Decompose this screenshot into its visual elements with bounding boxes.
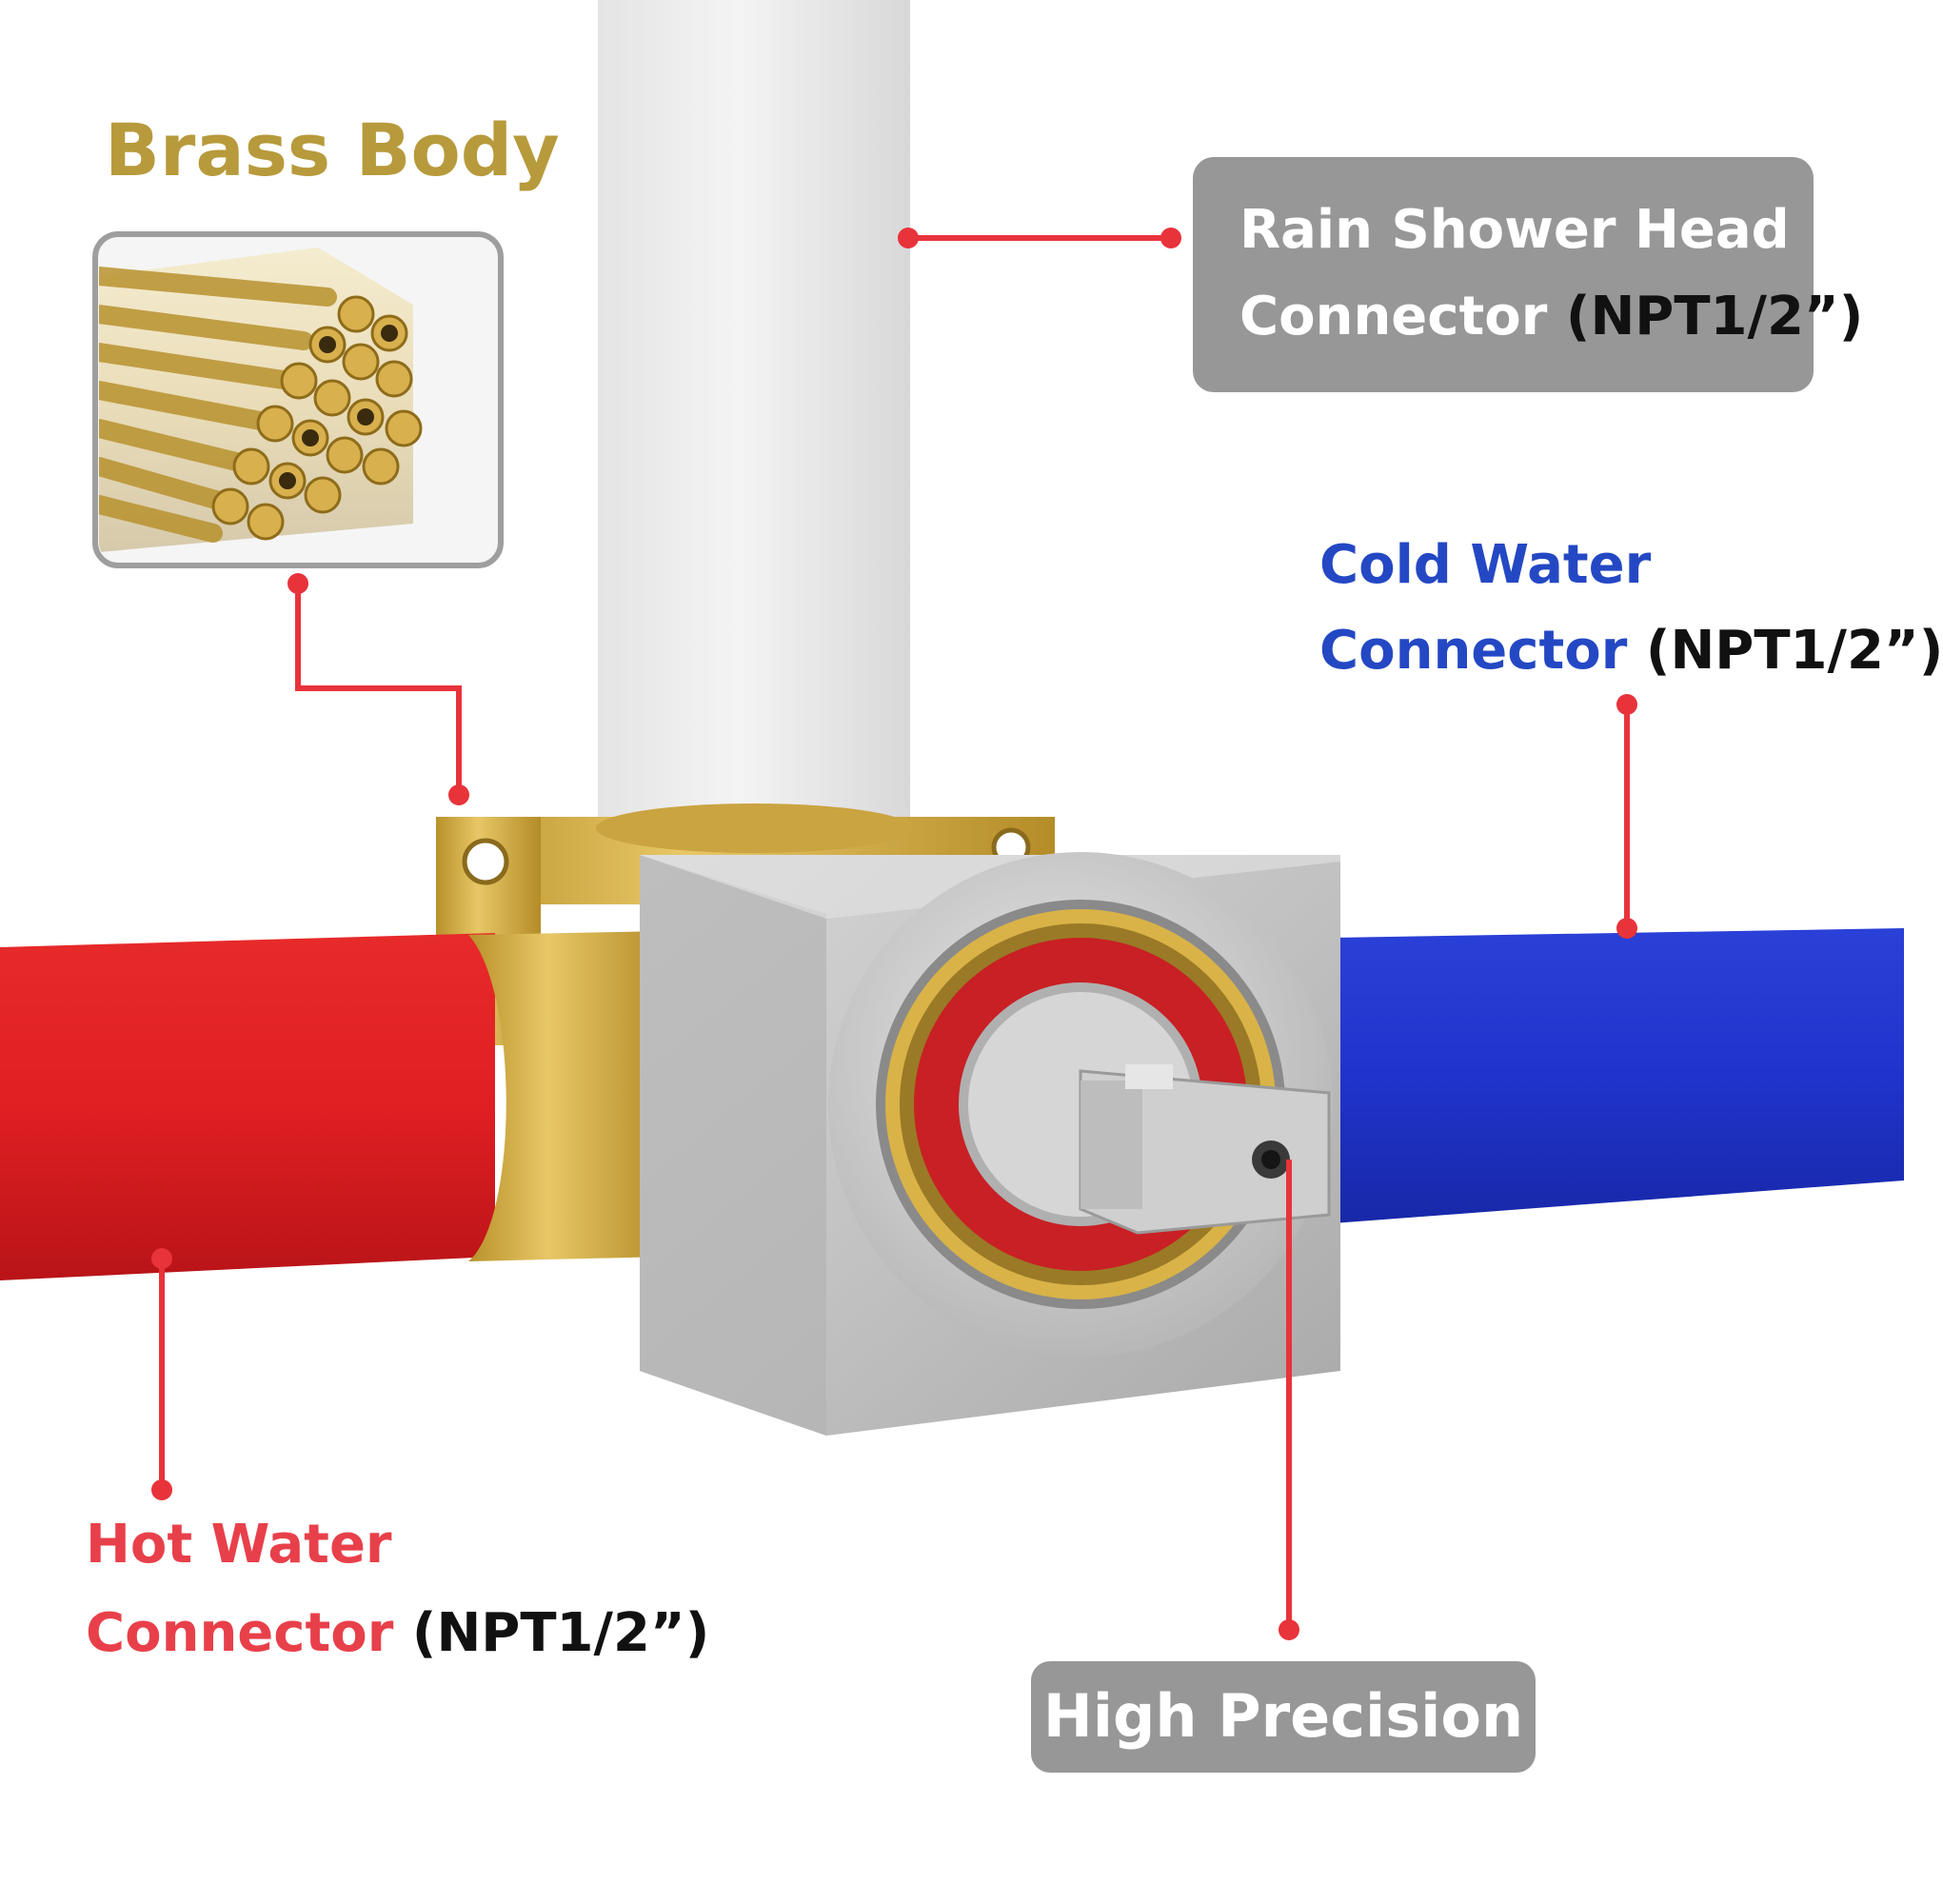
cold-water-pipe: [1333, 928, 1904, 1223]
callout-dot: [1279, 1619, 1299, 1640]
precision-label: High Precision: [1042, 1681, 1524, 1751]
callout-dot: [1616, 918, 1637, 939]
rain-shower-line2: Connector: [1239, 286, 1548, 347]
rain-shower-line2-row: Connector (NPT1/2”): [1239, 290, 1863, 344]
hot-water-pipe: [0, 931, 666, 1280]
callout-dot: [448, 784, 469, 805]
cold-water-line2: Connector: [1319, 620, 1628, 682]
hot-water-line2: Connector: [86, 1602, 394, 1664]
shower-pipe: [598, 0, 910, 838]
cartridge: [828, 852, 1333, 1357]
hot-water-line2-row: Connector (NPT1/2”): [86, 1607, 709, 1660]
brass-callout-line: [295, 584, 462, 795]
cold-water-spec: (NPT1/2”): [1645, 620, 1943, 682]
callout-dot: [151, 1248, 172, 1269]
precision-label-box: [1031, 1661, 1536, 1773]
callout-dot: [1160, 228, 1181, 248]
callout-lines: [159, 235, 1630, 1630]
hot-water-line1: Hot Water: [86, 1514, 392, 1576]
rain-shower-spec: (NPT1/2”): [1565, 286, 1864, 347]
callout-dot: [898, 228, 919, 248]
callout-dot: [287, 573, 308, 594]
cold-water-line1: Cold Water: [1319, 534, 1652, 596]
rain-shower-line1: Rain Shower Head: [1239, 199, 1790, 261]
valve-illustration: [0, 0, 1904, 1640]
brass-body-title: Brass Body: [105, 108, 560, 192]
rain-shower-label-box: [1193, 157, 1814, 392]
callout-dots: [151, 228, 1637, 1640]
hot-water-spec: (NPT1/2”): [411, 1602, 710, 1664]
brass-rods-photo: [92, 231, 504, 568]
callout-dot: [151, 1479, 172, 1500]
callout-dot: [1616, 694, 1637, 715]
cold-water-line2-row: Connector (NPT1/2”): [1319, 625, 1943, 678]
